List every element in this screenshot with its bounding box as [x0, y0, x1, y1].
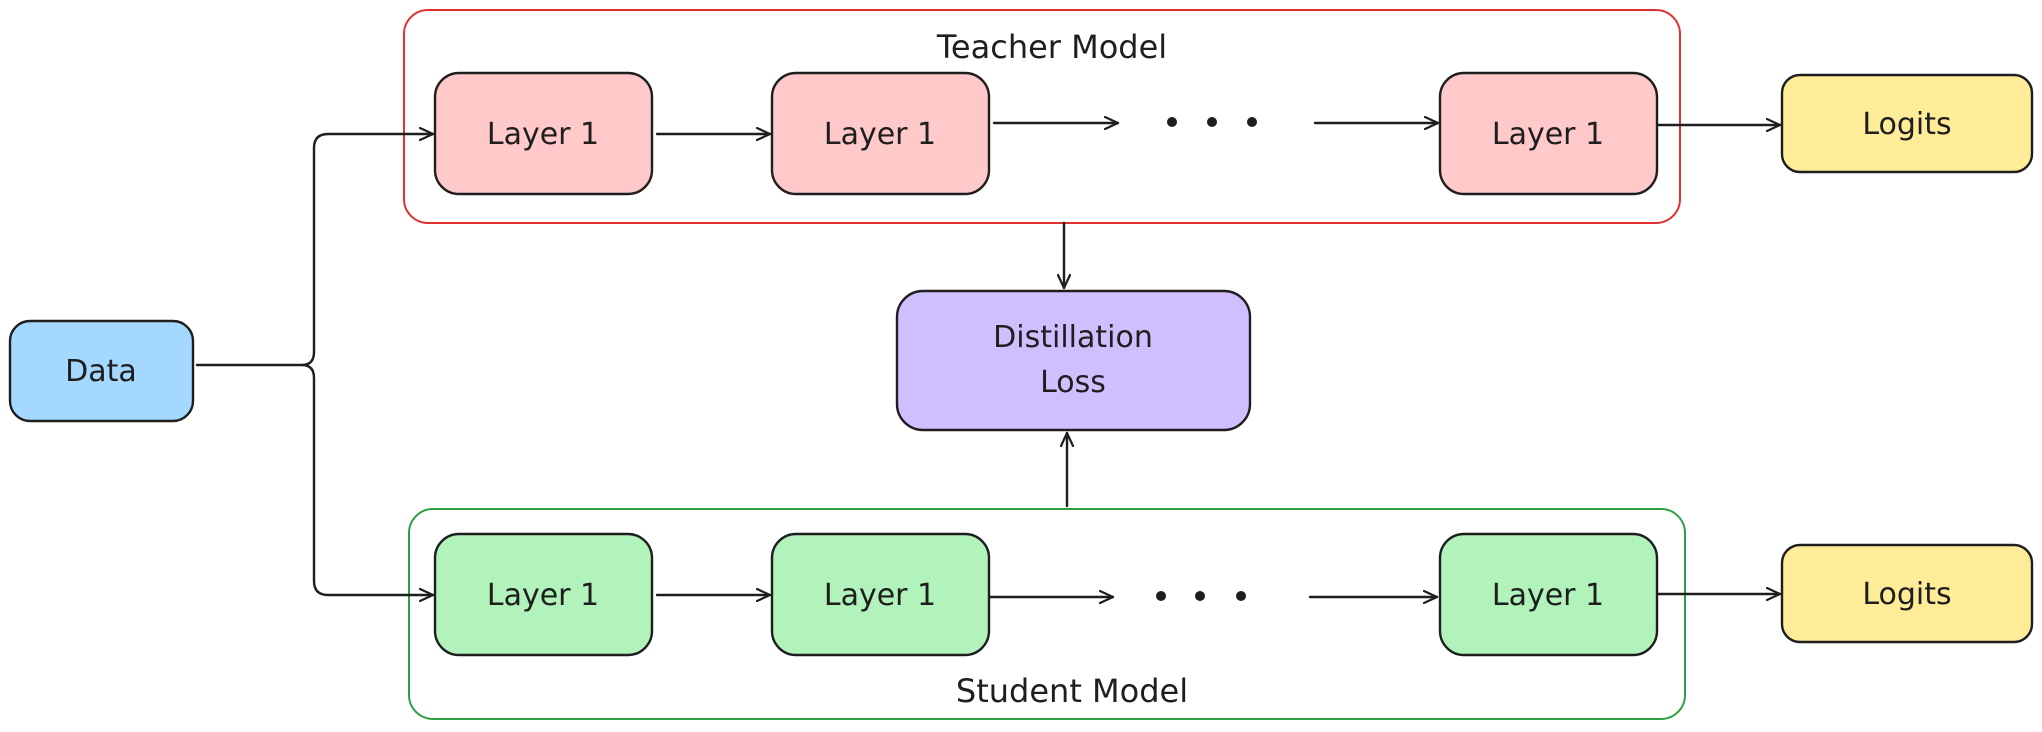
teacher-layer-3[interactable]: Layer 1 [1438, 71, 1659, 196]
teacher-model-label: Teacher Model [936, 28, 1167, 66]
student-layer-2-label: Layer 1 [824, 578, 936, 613]
student-model-group[interactable] [408, 508, 1686, 720]
ellipsis-dot [1236, 591, 1246, 601]
student-layer-3[interactable]: Layer 1 [1438, 532, 1659, 657]
teacher-ellipsis [1167, 117, 1257, 127]
teacher-model-group[interactable] [403, 9, 1681, 224]
teacher-logits-node[interactable]: Logits [1780, 73, 2034, 174]
student-ellipsis [1156, 591, 1246, 601]
distillation-loss-label-line-1: Distillation [993, 320, 1153, 355]
teacher-layer-3-label: Layer 1 [1492, 117, 1604, 152]
teacher-branch-arrow [312, 134, 435, 354]
student-logits-label: Logits [1862, 577, 1951, 612]
student-logits-node[interactable]: Logits [1780, 543, 2034, 644]
teacher-layer-2-label: Layer 1 [824, 117, 936, 152]
teacher-logits-label: Logits [1862, 107, 1951, 142]
student-branch-arrow [300, 363, 435, 595]
data-trunk-line [195, 350, 316, 367]
teacher-layer-2[interactable]: Layer 1 [770, 71, 991, 196]
student-layer-1-label: Layer 1 [487, 578, 599, 613]
teacher-layer-1[interactable]: Layer 1 [433, 71, 654, 196]
student-layer-1[interactable]: Layer 1 [433, 532, 654, 657]
ellipsis-dot [1195, 591, 1205, 601]
teacher-layer-1-label: Layer 1 [487, 117, 599, 152]
ellipsis-dot [1247, 117, 1257, 127]
student-model-label: Student Model [956, 672, 1188, 710]
student-layer-2[interactable]: Layer 1 [770, 532, 991, 657]
student-layer-3-label: Layer 1 [1492, 578, 1604, 613]
data-node-label: Data [65, 354, 137, 389]
distillation-loss-node[interactable]: Distillation Loss [895, 289, 1252, 432]
distillation-loss-label-line-2: Loss [1040, 365, 1106, 400]
ellipsis-dot [1167, 117, 1177, 127]
ellipsis-dot [1207, 117, 1217, 127]
ellipsis-dot [1156, 591, 1166, 601]
data-branch-connector [195, 134, 435, 595]
data-node[interactable]: Data [8, 319, 195, 423]
